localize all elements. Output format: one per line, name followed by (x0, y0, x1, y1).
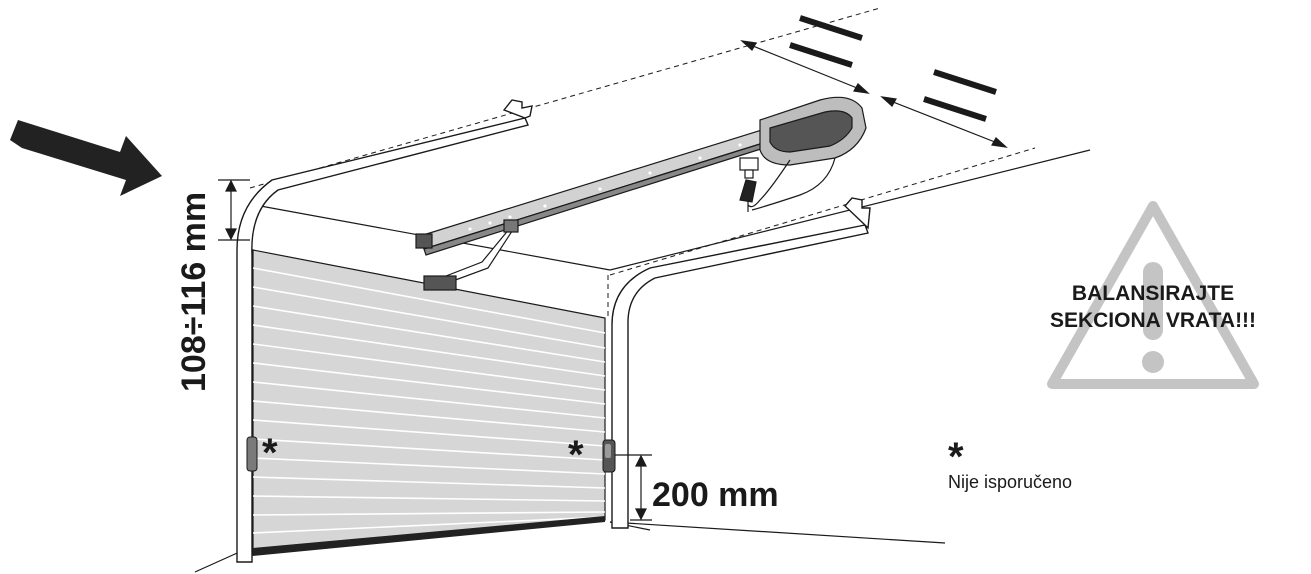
ceiling-guides (249, 7, 1036, 320)
warning-text-line1: BALANSIRAJTE (1072, 282, 1234, 305)
clearance-arrow-1 (740, 40, 870, 94)
motor-unit (747, 96, 867, 211)
emergency-release (739, 157, 759, 212)
legend-note: Nije isporučeno (948, 472, 1072, 492)
clearance-arrow-2 (880, 96, 1008, 148)
legend-asterisk: * (948, 435, 964, 479)
height-dimension (218, 179, 250, 241)
photocell-left (246, 436, 258, 472)
equal-mark-1 (789, 15, 863, 68)
warning-text-line2: SEKCIONA VRATA!!! (1050, 309, 1256, 332)
sectional-door (252, 249, 606, 556)
height-range-label: 108÷116 mm (175, 192, 213, 392)
door-arm (423, 219, 519, 291)
thick-arrow-right-down-icon (10, 120, 162, 196)
right-door-track (611, 197, 871, 529)
asterisk-left: * (262, 431, 278, 475)
sensor-height-dimension (615, 454, 652, 521)
equal-mark-2 (923, 69, 997, 122)
sensor-height-label: 200 mm (652, 476, 779, 514)
door-bottom-seal (253, 516, 605, 556)
photocell-right (602, 439, 616, 473)
warning-triangle-icon (1047, 201, 1259, 389)
asterisk-right: * (568, 433, 584, 477)
left-door-track (236, 99, 533, 563)
